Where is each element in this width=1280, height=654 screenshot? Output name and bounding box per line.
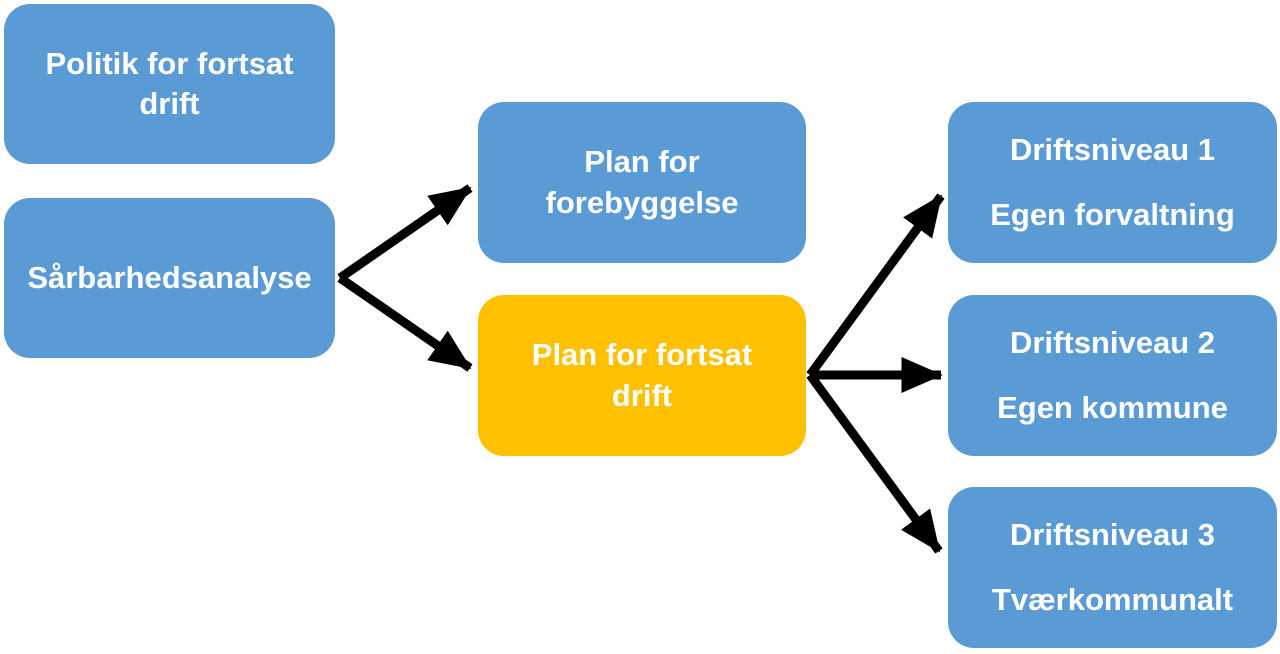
node-plan-for-fortsat-drift: Plan for fortsat drift [478, 295, 806, 456]
node-title: Driftsniveau 3 [1009, 517, 1215, 553]
node-title: Driftsniveau 1 [1009, 132, 1215, 168]
arrow-saarbarhedsanalyse-to-plan-forebyggelse [337, 184, 473, 282]
node-saarbarhedsanalyse: Sårbarhedsanalyse [4, 198, 335, 358]
node-subtitle: Egen forvaltning [990, 196, 1235, 232]
node-label: Politik for fortsat drift [45, 45, 294, 121]
node-label: Plan for fortsat drift [531, 337, 753, 413]
node-plan-for-forebyggelse: Plan for forebyggelse [478, 102, 806, 263]
arrow-plan-fortsat-drift-to-driftsniveau-3 [806, 372, 943, 554]
node-label: Plan for forebyggelse [545, 144, 739, 220]
node-driftsniveau-1: Driftsniveau 1 Egen forvaltning [948, 102, 1277, 263]
node-label: Sårbarhedsanalyse [27, 259, 312, 295]
node-subtitle: Tværkommunalt [991, 581, 1234, 617]
arrow-saarbarhedsanalyse-to-plan-fortsat-drift [337, 274, 473, 372]
node-politik-for-fortsat-drift: Politik for fortsat drift [4, 4, 335, 164]
node-title: Driftsniveau 2 [1009, 325, 1215, 361]
node-subtitle: Egen kommune [997, 389, 1228, 425]
arrow-plan-fortsat-drift-to-driftsniveau-1 [806, 193, 945, 378]
node-driftsniveau-3: Driftsniveau 3 Tværkommunalt [948, 487, 1277, 648]
node-driftsniveau-2: Driftsniveau 2 Egen kommune [948, 295, 1277, 456]
